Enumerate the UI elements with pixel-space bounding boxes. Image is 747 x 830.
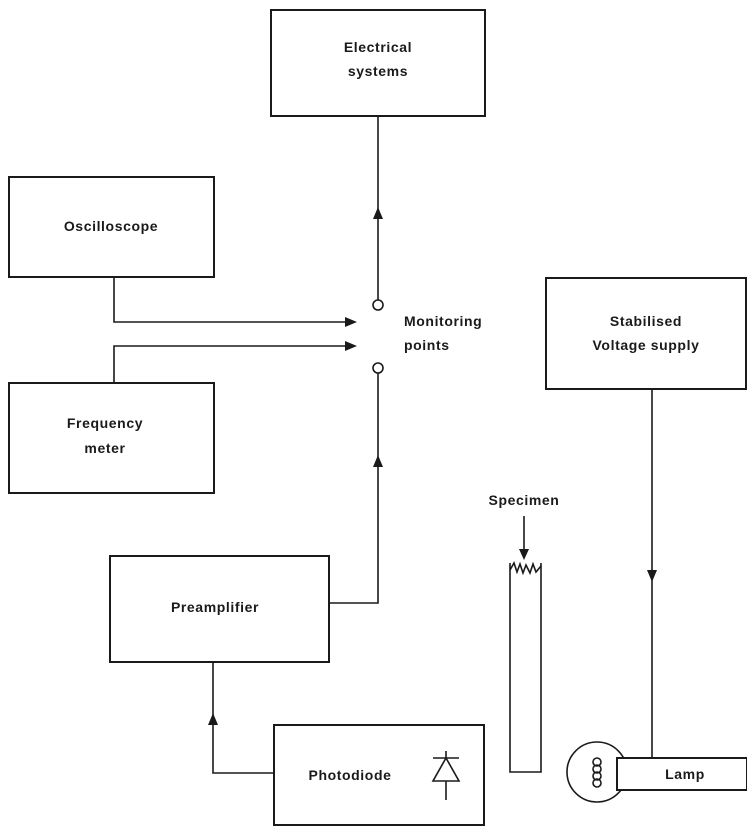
lamp-box [616, 757, 747, 791]
monitoring-points: Monitoring points [372, 299, 482, 374]
oscilloscope-block: Oscilloscope [8, 176, 215, 278]
connection-lines [113, 116, 657, 774]
photodiode-label: Photodiode [309, 767, 392, 783]
monitoring-terminal-upper [372, 299, 384, 311]
lamp-block: Lamp [566, 741, 747, 803]
arrowhead-up-electrical [373, 207, 383, 219]
specimen: Specimen [489, 492, 560, 773]
wire-frequency-to-monitor [113, 345, 350, 383]
arrowhead-photodiode [208, 713, 218, 725]
monitoring-points-label-line2: points [404, 337, 450, 353]
preamplifier-box [109, 555, 330, 663]
specimen-label: Specimen [489, 492, 560, 508]
specimen-rough-edge [509, 561, 542, 576]
wire-oscilloscope-to-monitor [113, 277, 350, 323]
arrowhead-frequency [345, 341, 357, 351]
stabilised-supply-label-line2: Voltage supply [593, 337, 700, 353]
arrowhead-oscilloscope [345, 317, 357, 327]
electrical-systems-label-line1: Electrical [344, 39, 412, 55]
preamplifier-block: Preamplifier [109, 555, 330, 663]
arrowhead-preamp [373, 455, 383, 467]
monitoring-points-label-line1: Monitoring [404, 313, 482, 329]
oscilloscope-label: Oscilloscope [64, 218, 158, 234]
stabilised-supply-block: Stabilised Voltage supply [545, 277, 747, 390]
arrowhead-supply [647, 570, 657, 582]
wire-preamp-to-monitor [329, 373, 379, 604]
electrical-systems-label-line2: systems [348, 63, 408, 79]
specimen-strip [509, 563, 542, 773]
frequency-meter-label-line2: meter [84, 440, 125, 456]
monitoring-terminal-lower [372, 362, 384, 374]
lamp-filament-icon [592, 757, 602, 788]
electrical-systems-box [270, 9, 486, 117]
frequency-meter-label-line1: Frequency [67, 415, 143, 431]
oscilloscope-box [8, 176, 215, 278]
wire-photodiode-to-preamp [212, 662, 274, 774]
electrical-systems-block: Electrical systems [270, 9, 486, 117]
stabilised-supply-box [545, 277, 747, 390]
photodiode-symbol-icon [431, 751, 461, 800]
frequency-meter-block: Frequency meter [8, 382, 215, 494]
stabilised-supply-label-line1: Stabilised [610, 313, 682, 329]
frequency-meter-box [8, 382, 215, 494]
photodiode-block: Photodiode [273, 724, 485, 826]
lamp-label: Lamp [665, 766, 705, 782]
preamplifier-label: Preamplifier [171, 599, 259, 615]
arrowhead-specimen [519, 549, 529, 560]
